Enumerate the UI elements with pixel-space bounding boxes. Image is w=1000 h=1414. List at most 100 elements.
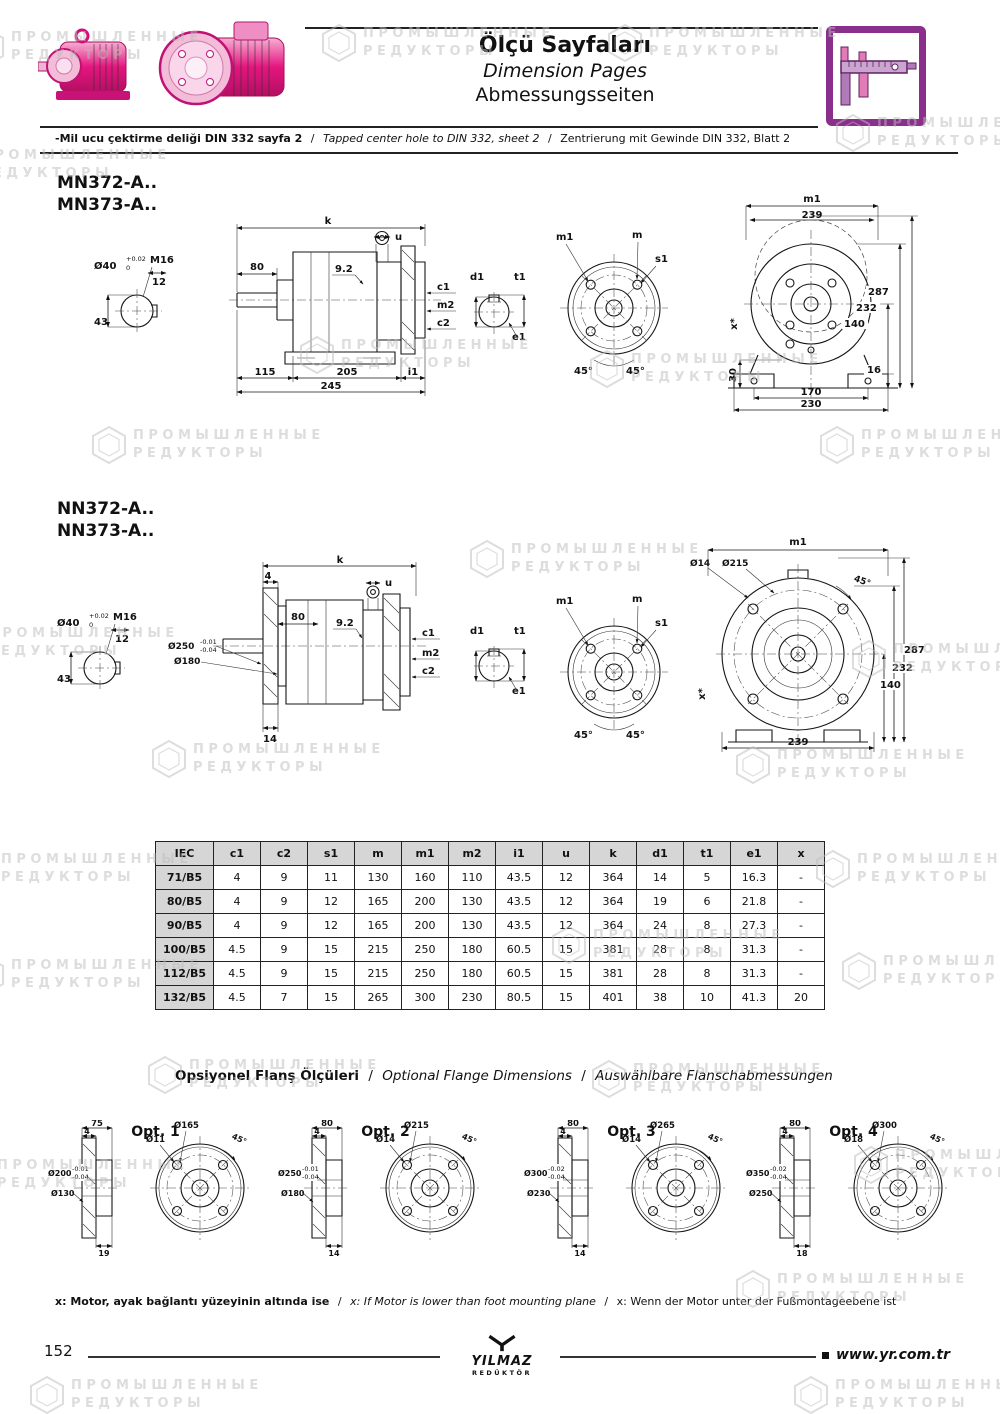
- table-cell: 215: [354, 937, 402, 962]
- dim-label: k: [325, 216, 332, 227]
- hexagon-gear-icon: [842, 952, 876, 990]
- table-cell: -: [777, 937, 825, 962]
- dim-label: 287: [868, 287, 889, 298]
- website-url: www.yr.com.tr: [822, 1347, 950, 1363]
- table-cell: 381: [589, 961, 637, 986]
- table-cell: 19: [636, 889, 684, 914]
- table-cell: 12: [542, 913, 590, 938]
- table-header-cell: t1: [683, 841, 731, 866]
- product-image-flange-motor: [158, 21, 285, 106]
- table-cell: 364: [589, 889, 637, 914]
- dim-label: 14: [574, 1249, 586, 1258]
- table-cell: 27.3: [730, 913, 778, 938]
- dim-label: 45°: [574, 730, 593, 741]
- flange-option-drawing: 80 4 Ø250 -0.01 -0.04 Ø180 14: [278, 1120, 480, 1258]
- dim-label: 45°: [852, 574, 871, 589]
- dim-label: M16: [113, 612, 137, 623]
- table-header-cell: m1: [401, 841, 449, 866]
- dim-label: d1: [470, 626, 484, 637]
- dim-label: m1: [556, 232, 573, 243]
- dim-label: -0.01: [200, 638, 217, 646]
- dim-label: u: [385, 578, 392, 589]
- table-header-cell: m2: [448, 841, 496, 866]
- hexagon-gear-icon: [794, 1376, 828, 1414]
- dim-label: m2: [422, 648, 439, 659]
- dim-label: Ø14: [622, 1134, 641, 1145]
- nn-side-view-drawing: k 4 u 80 9.2 c1 m2 c2 Ø250 -0.01 -0.04: [168, 555, 440, 745]
- dim-label: Ø130: [51, 1188, 75, 1198]
- dim-label: 0: [126, 264, 130, 272]
- table-cell: 110: [448, 865, 496, 890]
- dim-label: 9.2: [335, 264, 353, 275]
- dim-label: 232: [856, 303, 877, 314]
- dim-label: k: [337, 555, 344, 566]
- brand-logo: YILMAZ REDÜKTÖR: [448, 1334, 556, 1377]
- dim-label: 45°: [574, 366, 593, 377]
- table-cell: 24: [636, 913, 684, 938]
- table-cell: 364: [589, 865, 637, 890]
- table-cell: 160: [401, 865, 449, 890]
- flange-option-drawing: 80 4 Ø350 -0.02 -0.04 Ø250 18: [746, 1120, 948, 1258]
- table-cell: 4.5: [213, 985, 261, 1010]
- flange-option-label: Opt. 2: [361, 1124, 410, 1140]
- dim-label: -0.04: [302, 1173, 319, 1181]
- dim-label: 80: [789, 1120, 801, 1129]
- dim-label: Ø350: [746, 1168, 770, 1178]
- flange-option-label: Opt. 1: [131, 1124, 180, 1140]
- product-image-geared-motor: [38, 28, 130, 100]
- table-cell: 43.5: [495, 865, 543, 890]
- table-cell: 265: [354, 985, 402, 1010]
- dim-label: 43: [57, 674, 71, 685]
- table-cell: 130: [448, 889, 496, 914]
- dim-label: +0.02: [126, 255, 146, 263]
- flange-option-drawing: 80 4 Ø300 -0.02 -0.04 Ø230 14: [524, 1120, 726, 1258]
- dim-label: 45°: [626, 366, 645, 377]
- table-cell: 16.3: [730, 865, 778, 890]
- flange-section-title: Opsiyonel Flanş Ölçüleri / Optional Flan…: [175, 1068, 833, 1084]
- table-cell: 10: [683, 985, 731, 1010]
- din-note-tr: -Mil ucu çektirme deliği DIN 332 sayfa 2: [55, 132, 303, 145]
- table-cell: 4: [213, 889, 261, 914]
- din-note-de: Zentrierung mit Gewinde DIN 332, Blatt 2: [560, 132, 791, 145]
- dim-label: 0: [89, 621, 93, 629]
- dim-label: Ø14: [376, 1134, 395, 1145]
- dim-label: c2: [437, 318, 450, 329]
- nn-front-flange-drawing: m1 m s1 45° 45°: [556, 594, 668, 741]
- page-title-tr: Ölçü Sayfaları: [478, 33, 652, 58]
- dim-label: m1: [803, 194, 820, 205]
- mn-rear-view-drawing: m1 239 287 232 140 16 30 x*: [728, 194, 918, 412]
- dim-label: Ø250: [278, 1168, 302, 1178]
- table-cell: -: [777, 889, 825, 914]
- model-title-mn: MN372-A.. MN373-A..: [57, 173, 158, 215]
- dim-label: 230: [801, 399, 822, 410]
- dim-label: i1: [408, 367, 418, 378]
- table-cell: 9: [260, 913, 308, 938]
- table-cell: 300: [401, 985, 449, 1010]
- dim-label: Ø14: [690, 558, 710, 569]
- dim-label: +0.02: [89, 612, 109, 620]
- dim-label: 12: [115, 634, 129, 645]
- table-cell: 4.5: [213, 937, 261, 962]
- table-header-cell: i1: [495, 841, 543, 866]
- table-cell: 165: [354, 889, 402, 914]
- table-row-header: 100/B5: [155, 937, 214, 962]
- dim-label: e1: [512, 686, 526, 697]
- dim-label: 80: [321, 1120, 333, 1129]
- dim-label: 232: [892, 663, 913, 674]
- table-cell: 43.5: [495, 913, 543, 938]
- dim-label: -0.01: [72, 1165, 89, 1173]
- dim-label: 45°: [706, 1132, 724, 1147]
- din-note-en: Tapped center hole to DIN 332, sheet 2: [323, 132, 540, 145]
- dim-label: 4: [265, 571, 272, 582]
- dim-label: Ø11: [146, 1134, 165, 1145]
- flange-option-drawing: 75 4 Ø200 -0.01 -0.04 Ø130 19: [48, 1120, 250, 1258]
- dim-label: Ø300: [872, 1120, 897, 1131]
- hexagon-gear-icon: [30, 1376, 64, 1414]
- product-images: [38, 21, 285, 106]
- table-cell: 31.3: [730, 937, 778, 962]
